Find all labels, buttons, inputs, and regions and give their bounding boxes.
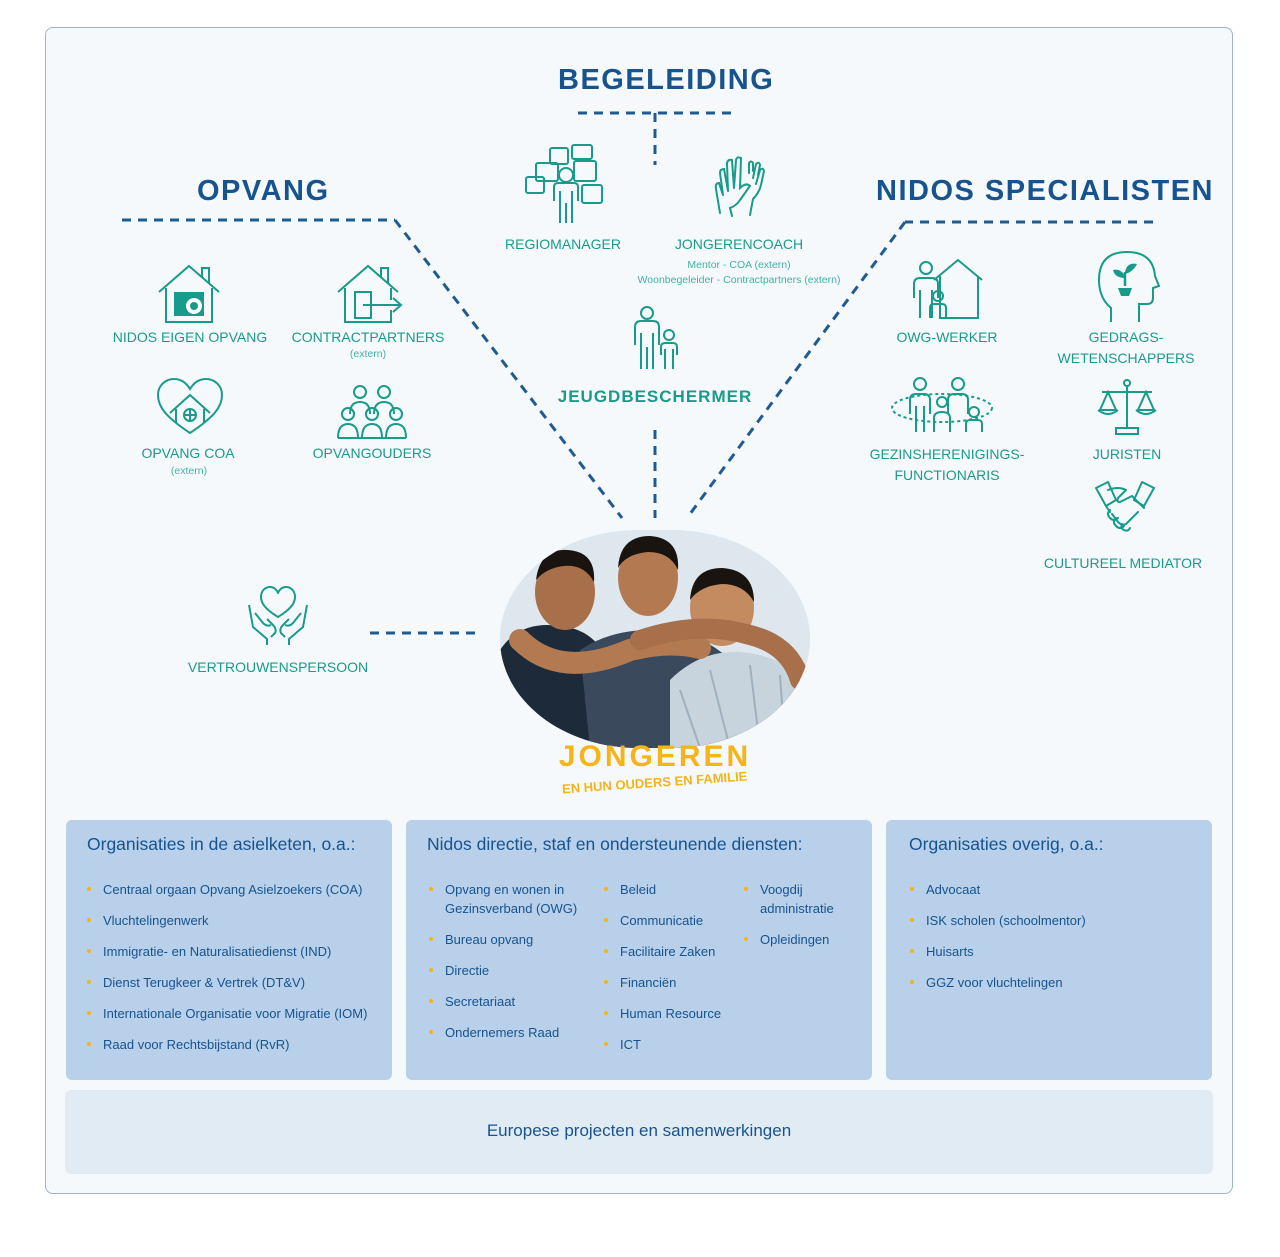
opvang-coa-sub: (extern) [170, 465, 208, 477]
list-item: Secretariaat [429, 992, 589, 1011]
list-item: Voogdij administratie [744, 880, 854, 918]
specialisten-diagonal [685, 221, 907, 519]
heading-nidos-specialisten: NIDOS SPECIALISTEN [876, 175, 1214, 207]
head-sprout-icon [1097, 250, 1161, 322]
list-item: ICT [604, 1035, 734, 1054]
cultureel-mediator-label: CULTUREEL MEDIATOR [1043, 555, 1203, 571]
list-item: Advocaat [910, 880, 1200, 899]
nidos-eigen-opvang-label: NIDOS EIGEN OPVANG [112, 329, 268, 345]
list-item: Raad voor Rechtsbijstand (RvR) [87, 1035, 387, 1054]
jongeren-title: JONGEREN [559, 740, 751, 773]
list-item: ISK scholen (schoolmentor) [910, 911, 1200, 930]
guardian-with-child-icon [634, 306, 678, 369]
youth-photo [500, 530, 810, 748]
heart-house-icon [156, 377, 224, 435]
list-item: Huisarts [910, 942, 1200, 961]
asielketen-list: Centraal orgaan Opvang Asielzoekers (COA… [87, 880, 387, 1066]
directie-list-col1: Opvang en wonen in Gezinsverband (OWG) B… [429, 880, 589, 1054]
vertrouwenspersoon-label: VERTROUWENSPERSOON [187, 659, 369, 675]
owg-family-house-icon [913, 258, 983, 319]
directie-list-col2: Beleid Communicatie Facilitaire Zaken Fi… [604, 880, 734, 1066]
jongerencoach-label: JONGERENCOACH [674, 236, 804, 252]
overig-box: Organisaties overig, o.a.: Advocaat ISK … [886, 820, 1212, 1080]
family-reunification-icon [891, 377, 993, 432]
list-item: Communicatie [604, 911, 734, 930]
juristen-label: JURISTEN [1092, 446, 1162, 462]
list-item: Internationale Organisatie voor Migratie… [87, 1004, 387, 1023]
gezinsherenigings-label-line2: FUNCTIONARIS [894, 467, 1000, 483]
handshake-icon [1095, 481, 1155, 532]
youth-group-illustration [500, 530, 810, 748]
house-icon [158, 264, 220, 323]
regiomanager-icon [525, 144, 603, 223]
owg-werker-label: OWG-WERKER [896, 329, 998, 345]
house-arrow-icon [337, 264, 403, 323]
heart-hands-icon [248, 586, 308, 645]
directie-title: Nidos directie, staf en ondersteunende d… [427, 834, 803, 854]
europese-projecten-banner: Europese projecten en samenwerkingen [65, 1090, 1213, 1174]
scales-icon [1097, 379, 1157, 435]
jongerencoach-sub-woonbegeleider: Woonbegeleider - Contractpartners (exter… [637, 274, 841, 286]
list-item: Immigratie- en Naturalisatiedienst (IND) [87, 942, 387, 961]
contractpartners-label: CONTRACTPARTNERS [291, 329, 445, 345]
directie-list-col3: Voogdij administratie Opleidingen [744, 880, 854, 961]
regiomanager-label: REGIOMANAGER [505, 236, 621, 252]
list-item: Opvang en wonen in Gezinsverband (OWG) [429, 880, 589, 918]
foster-family-icon [337, 385, 407, 439]
contractpartners-sub: (extern) [349, 348, 387, 360]
list-item: Dienst Terugkeer & Vertrek (DT&V) [87, 973, 387, 992]
list-item: Facilitaire Zaken [604, 942, 734, 961]
overig-title: Organisaties overig, o.a.: [909, 834, 1104, 854]
opvang-diagonal [393, 219, 624, 519]
list-item: Bureau opvang [429, 930, 589, 949]
europese-projecten-label: Europese projecten en samenwerkingen [486, 1121, 792, 1140]
list-item: Beleid [604, 880, 734, 899]
list-item: Vluchtelingenwerk [87, 911, 387, 930]
gedragswetenschappers-label-line1: GEDRAGS- [1088, 329, 1164, 345]
directie-box: Nidos directie, staf en ondersteunende d… [406, 820, 872, 1080]
opvang-coa-label: OPVANG COA [141, 445, 235, 461]
list-item: Ondernemers Raad [429, 1023, 589, 1042]
overig-list: Advocaat ISK scholen (schoolmentor) Huis… [910, 880, 1200, 1004]
gedragswetenschappers-label-line2: WETENSCHAPPERS [1057, 350, 1195, 366]
list-item: Opleidingen [744, 930, 854, 949]
asielketen-box: Organisaties in de asielketen, o.a.: Cen… [66, 820, 392, 1080]
list-item: Directie [429, 961, 589, 980]
list-item: Human Resource [604, 1004, 734, 1023]
heading-begeleiding: BEGELEIDING [558, 64, 775, 96]
list-item: Centraal orgaan Opvang Asielzoekers (COA… [87, 880, 387, 899]
list-item: GGZ voor vluchtelingen [910, 973, 1200, 992]
heading-opvang: OPVANG [197, 175, 330, 207]
opvangouders-label: OPVANGOUDERS [312, 445, 432, 461]
gezinsherenigings-label-line1: GEZINSHERENIGINGS- [869, 446, 1025, 462]
asielketen-title: Organisaties in de asielketen, o.a.: [87, 834, 356, 854]
jongerencoach-sub-mentor: Mentor - COA (extern) [687, 259, 791, 271]
high-five-hands-icon [714, 156, 766, 217]
list-item: Financiën [604, 973, 734, 992]
jongeren-arc-title: JONGEREN EN HUN OUDERS EN FAMILIE [559, 740, 751, 796]
jeugdbeschermer-label: JEUGDBESCHERMER [557, 387, 753, 406]
